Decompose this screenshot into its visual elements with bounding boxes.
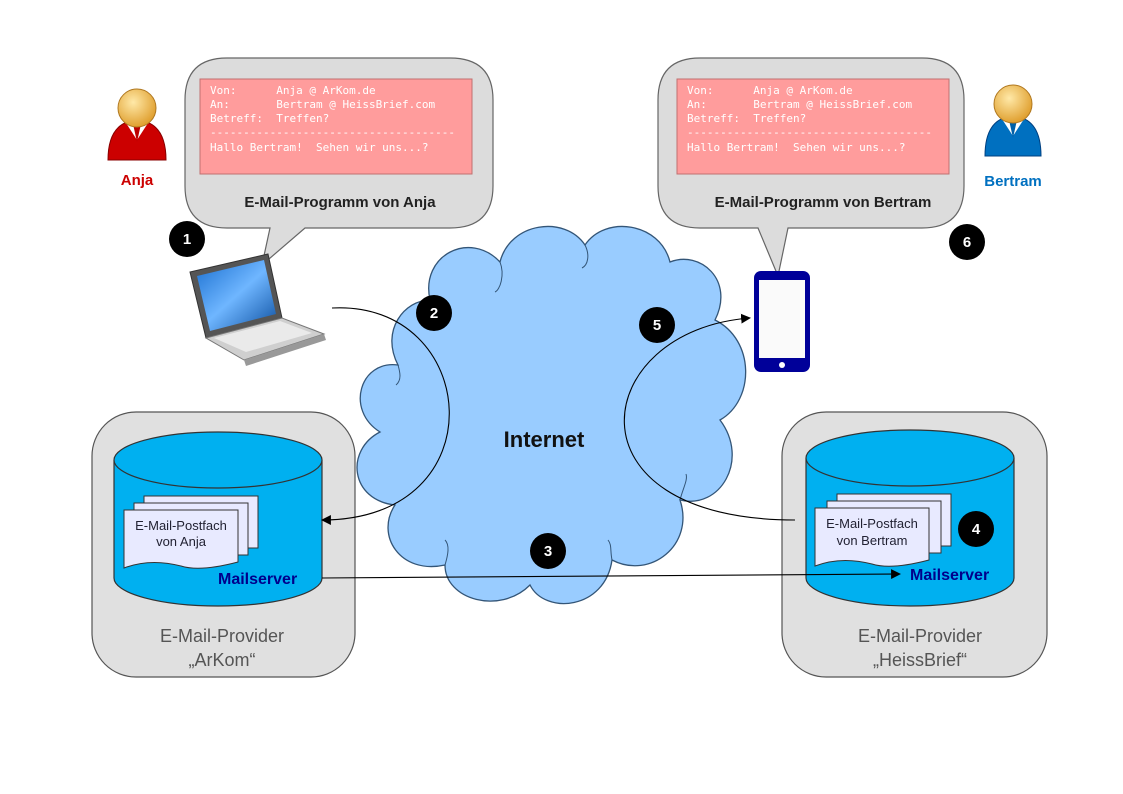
mailbox-anja-line2: von Anja [156, 534, 207, 549]
mailbox-bertram-line2: von Bertram [837, 533, 908, 548]
step-3-label: 3 [544, 543, 552, 560]
user-red-icon [107, 88, 167, 161]
mailbox-anja-line1: E-Mail-Postfach [135, 518, 227, 533]
step-6-label: 6 [963, 234, 971, 251]
mailserver-arkom-label: Mailserver [218, 571, 297, 588]
step-5-label: 5 [653, 317, 661, 334]
mail-bertram-separator: ------------------------------------- [687, 126, 932, 139]
mail-bertram-from: Von: Anja @ ArKom.de [687, 84, 853, 97]
provider-arkom-label-1: E-Mail-Provider [160, 626, 284, 646]
mail-preview-anja [199, 78, 473, 175]
mailbox-bertram: E-Mail-Postfach von Bertram [814, 493, 952, 567]
arrow-arkom-to-heiss [321, 569, 901, 580]
provider-heiss-label-1: E-Mail-Provider [858, 626, 982, 646]
arrow-heiss-to-phone [623, 313, 796, 521]
mail-bertram-body: Hallo Bertram! Sehen wir uns...? [687, 141, 906, 154]
mailbox-bertram-line1: E-Mail-Postfach [826, 516, 918, 531]
step-4-label: 4 [972, 521, 981, 538]
mail-anja-separator: ------------------------------------- [210, 126, 455, 139]
provider-arkom-label-2: „ArKom“ [189, 650, 256, 670]
smartphone-icon [754, 271, 810, 372]
mail-anja-body: Hallo Bertram! Sehen wir uns...? [210, 141, 429, 154]
laptop-icon [189, 253, 326, 366]
mail-preview-bertram [676, 78, 950, 175]
program-anja-label: E-Mail-Programm von Anja [244, 194, 436, 211]
person-anja-label: Anja [121, 172, 154, 189]
mail-anja-subject: Betreff: Treffen? [210, 112, 329, 125]
step-badges [169, 221, 994, 569]
step-2-label: 2 [430, 305, 438, 322]
internet-label: Internet [504, 427, 585, 452]
mail-bertram-to: An: Bertram @ HeissBrief.com [687, 98, 913, 111]
mailbox-anja: E-Mail-Postfach von Anja [123, 495, 259, 569]
program-bertram-label: E-Mail-Programm von Bertram [715, 194, 932, 211]
mail-anja-from: Von: Anja @ ArKom.de [210, 84, 376, 97]
mail-anja-to: An: Bertram @ HeissBrief.com [210, 98, 436, 111]
user-blue-icon [984, 84, 1042, 157]
mailserver-heiss-label: Mailserver [910, 567, 989, 584]
step-1-label: 1 [183, 231, 191, 248]
arrow-laptop-to-arkom [321, 307, 450, 525]
provider-heiss-label-2: „HeissBrief“ [873, 650, 967, 670]
person-bertram-label: Bertram [984, 173, 1042, 190]
mail-bertram-subject: Betreff: Treffen? [687, 112, 806, 125]
